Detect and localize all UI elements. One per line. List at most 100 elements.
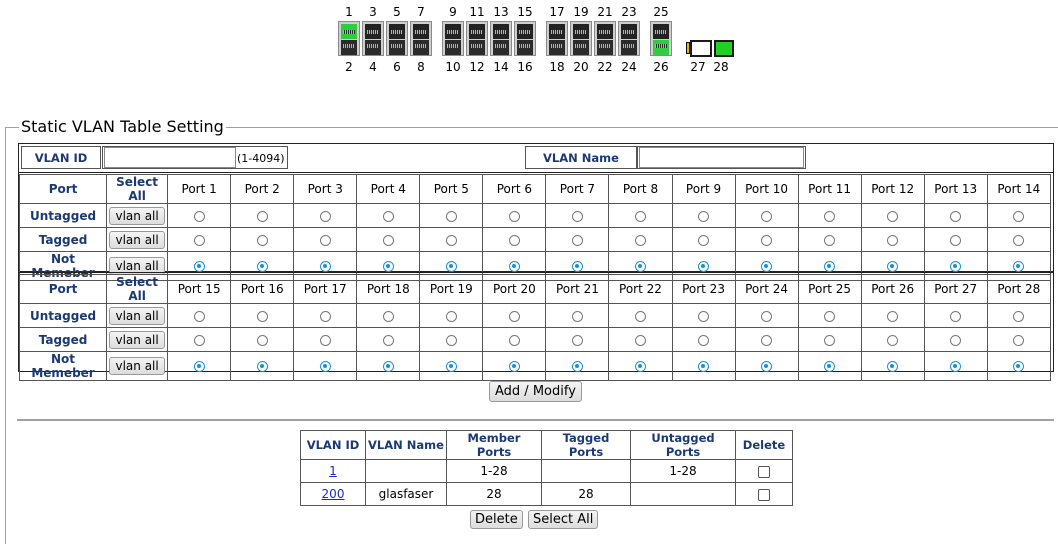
not-memeber-radio[interactable] <box>950 261 962 272</box>
tagged-radio[interactable] <box>445 334 457 346</box>
not-memeber-radio[interactable] <box>508 261 520 272</box>
vlan-all-button-untagged[interactable]: vlan all <box>109 206 165 225</box>
vlan-id-input[interactable] <box>104 147 236 168</box>
not-memeber-radio[interactable] <box>319 361 331 372</box>
vlan-all-button-untagged[interactable]: vlan all <box>109 306 165 325</box>
untagged-radio[interactable] <box>887 210 899 222</box>
not-memeber-radio[interactable] <box>256 261 268 272</box>
tagged-radio[interactable] <box>698 234 710 246</box>
not-memeber-radio[interactable] <box>634 361 646 372</box>
port-jack-pair[interactable] <box>338 21 360 56</box>
vlan-id-link[interactable]: 1 <box>329 464 337 478</box>
tagged-radio[interactable] <box>824 234 836 246</box>
untagged-radio[interactable] <box>382 310 394 322</box>
untagged-radio[interactable] <box>319 210 331 222</box>
untagged-radio[interactable] <box>824 210 836 222</box>
untagged-radio[interactable] <box>761 210 773 222</box>
tagged-radio[interactable] <box>761 334 773 346</box>
vlan-all-button-tagged[interactable]: vlan all <box>109 230 165 249</box>
tagged-radio[interactable] <box>193 234 205 246</box>
add-modify-button[interactable]: Add / Modify <box>489 381 582 402</box>
sfp-port-28[interactable] <box>714 40 734 57</box>
not-memeber-radio[interactable] <box>382 261 394 272</box>
tagged-radio[interactable] <box>319 234 331 246</box>
tagged-radio[interactable] <box>508 234 520 246</box>
untagged-radio[interactable] <box>382 210 394 222</box>
untagged-radio[interactable] <box>824 310 836 322</box>
not-memeber-radio[interactable] <box>824 261 836 272</box>
untagged-radio[interactable] <box>698 310 710 322</box>
not-memeber-radio[interactable] <box>1013 261 1025 272</box>
port-jack-pair[interactable] <box>594 21 616 56</box>
tagged-radio[interactable] <box>634 334 646 346</box>
untagged-radio[interactable] <box>761 310 773 322</box>
untagged-radio[interactable] <box>508 210 520 222</box>
untagged-radio[interactable] <box>571 210 583 222</box>
port-jack-pair[interactable] <box>650 21 672 56</box>
tagged-radio[interactable] <box>571 334 583 346</box>
delete-checkbox[interactable] <box>758 465 770 478</box>
untagged-radio[interactable] <box>634 210 646 222</box>
delete-button[interactable]: Delete <box>470 510 523 529</box>
untagged-radio[interactable] <box>445 310 457 322</box>
not-memeber-radio[interactable] <box>1013 361 1025 372</box>
untagged-radio[interactable] <box>256 310 268 322</box>
not-memeber-radio[interactable] <box>319 261 331 272</box>
not-memeber-radio[interactable] <box>950 361 962 372</box>
tagged-radio[interactable] <box>887 334 899 346</box>
tagged-radio[interactable] <box>761 234 773 246</box>
not-memeber-radio[interactable] <box>445 261 457 272</box>
not-memeber-radio[interactable] <box>887 361 899 372</box>
vlan-name-input[interactable] <box>639 147 804 168</box>
port-jack-pair[interactable] <box>570 21 592 56</box>
port-jack-pair[interactable] <box>546 21 568 56</box>
not-memeber-radio[interactable] <box>571 261 583 272</box>
not-memeber-radio[interactable] <box>382 361 394 372</box>
port-jack-pair[interactable] <box>386 21 408 56</box>
untagged-radio[interactable] <box>950 310 962 322</box>
untagged-radio[interactable] <box>1013 210 1025 222</box>
port-jack-pair[interactable] <box>514 21 536 56</box>
tagged-radio[interactable] <box>887 234 899 246</box>
tagged-radio[interactable] <box>193 334 205 346</box>
untagged-radio[interactable] <box>508 310 520 322</box>
tagged-radio[interactable] <box>445 234 457 246</box>
not-memeber-radio[interactable] <box>761 261 773 272</box>
vlan-all-button-not-memeber[interactable]: vlan all <box>109 357 165 375</box>
not-memeber-radio[interactable] <box>887 261 899 272</box>
delete-checkbox[interactable] <box>758 488 770 501</box>
tagged-radio[interactable] <box>508 334 520 346</box>
tagged-radio[interactable] <box>382 234 394 246</box>
tagged-radio[interactable] <box>571 234 583 246</box>
not-memeber-radio[interactable] <box>256 361 268 372</box>
port-jack-pair[interactable] <box>362 21 384 56</box>
port-jack-pair[interactable] <box>410 21 432 56</box>
untagged-radio[interactable] <box>887 310 899 322</box>
tagged-radio[interactable] <box>698 334 710 346</box>
tagged-radio[interactable] <box>634 234 646 246</box>
untagged-radio[interactable] <box>193 210 205 222</box>
untagged-radio[interactable] <box>698 210 710 222</box>
untagged-radio[interactable] <box>193 310 205 322</box>
tagged-radio[interactable] <box>256 234 268 246</box>
select-all-button[interactable]: Select All <box>528 510 599 529</box>
tagged-radio[interactable] <box>950 234 962 246</box>
tagged-radio[interactable] <box>1013 334 1025 346</box>
not-memeber-radio[interactable] <box>698 361 710 372</box>
tagged-radio[interactable] <box>950 334 962 346</box>
tagged-radio[interactable] <box>256 334 268 346</box>
not-memeber-radio[interactable] <box>761 361 773 372</box>
tagged-radio[interactable] <box>824 334 836 346</box>
port-jack-pair[interactable] <box>442 21 464 56</box>
not-memeber-radio[interactable] <box>193 261 205 272</box>
vlan-id-link[interactable]: 200 <box>321 487 345 501</box>
vlan-all-button-tagged[interactable]: vlan all <box>109 330 165 349</box>
port-jack-pair[interactable] <box>618 21 640 56</box>
not-memeber-radio[interactable] <box>193 361 205 372</box>
not-memeber-radio[interactable] <box>445 361 457 372</box>
untagged-radio[interactable] <box>1013 310 1025 322</box>
sfp-port-27[interactable] <box>690 40 712 57</box>
untagged-radio[interactable] <box>571 310 583 322</box>
untagged-radio[interactable] <box>634 310 646 322</box>
tagged-radio[interactable] <box>1013 234 1025 246</box>
